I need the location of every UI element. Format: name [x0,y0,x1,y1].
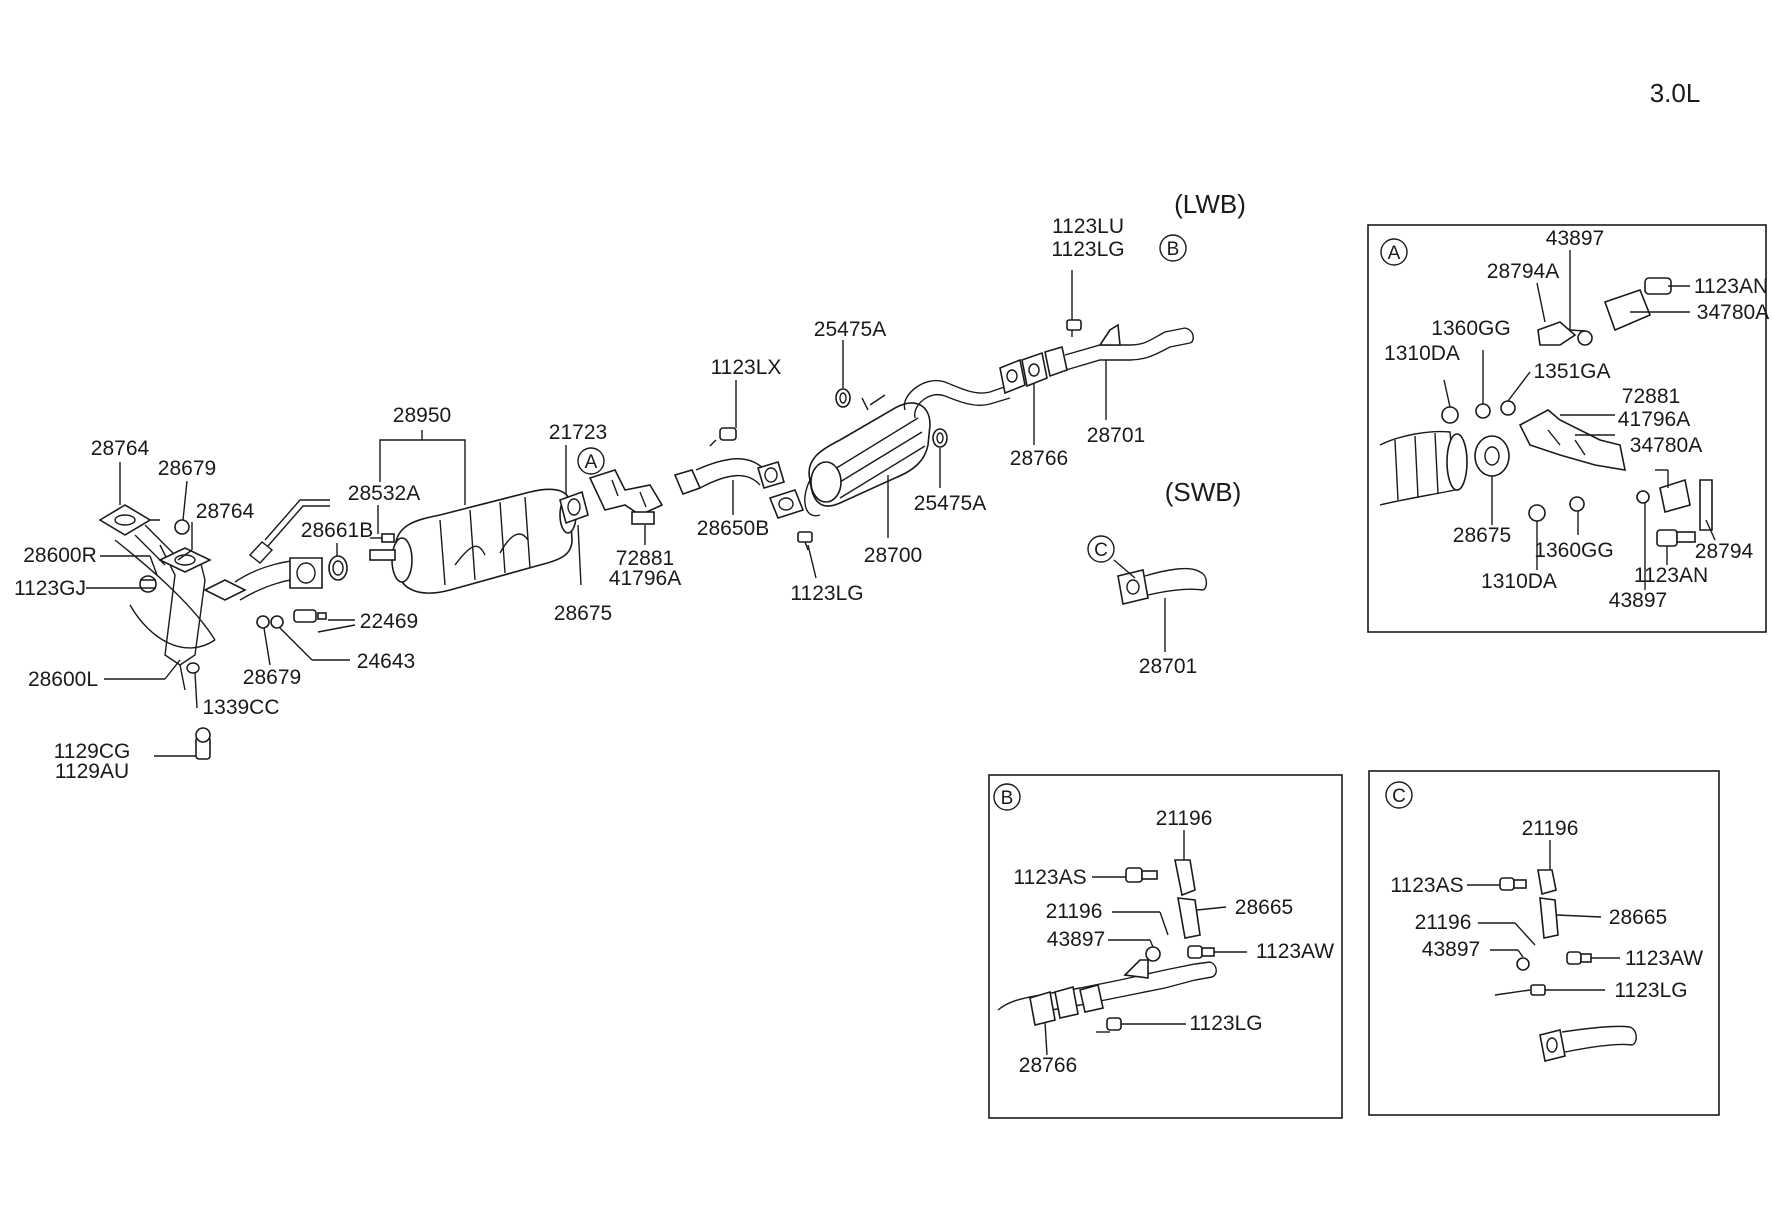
catalytic-converter [369,488,577,594]
label-28600R: 28600R [23,544,97,567]
box-a-label-1123AN-top: 1123AN [1694,275,1768,298]
label-1339CC: 1339CC [202,696,279,719]
box-c-label-1123AS: 1123AS [1390,874,1463,897]
svg-text:C: C [1392,786,1406,807]
label-28661B: 28661B [301,519,373,542]
box-b-label-21196-top: 21196 [1156,807,1213,830]
box-a-label-41796A: 41796A [1618,408,1690,431]
label-28700: 28700 [864,544,922,567]
svg-text:B: B [1001,788,1014,809]
box-b-label-28665: 28665 [1235,896,1293,919]
box-b-label-21196-mid: 21196 [1046,900,1103,923]
box-c-label-1123LG: 1123LG [1614,979,1687,1002]
label-41796A: 41796A [609,567,681,590]
label-21723: 21723 [549,421,607,444]
box-a-label-28675: 28675 [1453,524,1511,547]
box-b-label-43897: 43897 [1047,928,1105,951]
detail-box-a: A [1367,224,1769,633]
label-1123LX: 1123LX [711,356,782,379]
label-28675: 28675 [554,602,612,625]
label-1123LG-top: 1123LG [1051,238,1124,261]
box-a-label-28794: 28794 [1695,540,1754,563]
box-a-label-1310DA-bot: 1310DA [1481,570,1557,593]
label-1123GJ: 1123GJ [14,577,86,600]
tail-pipe-lwb [999,319,1194,395]
box-a-label-1351GA: 1351GA [1533,360,1610,383]
label-72881: 72881 [616,547,674,570]
variant-swb-label: (SWB) [1165,477,1242,507]
box-a-label-28794A: 28794A [1487,260,1559,283]
svg-text:A: A [585,452,598,473]
label-1123LU-top: 1123LU [1052,215,1124,238]
box-c-label-21196-top: 21196 [1522,817,1579,840]
label-1123LG: 1123LG [790,582,863,605]
label-25475A-right: 25475A [914,492,986,515]
label-28650B: 28650B [697,517,769,540]
label-28679-bot: 28679 [243,666,301,689]
svg-text:C: C [1094,540,1108,561]
box-b-label-28766: 28766 [1019,1054,1077,1077]
label-24643: 24643 [357,650,415,673]
label-28701-lwb: 28701 [1087,424,1145,447]
label-28764-mid: 28764 [196,500,255,523]
tail-pipe-swb [1117,567,1208,605]
box-b-label-1123AW: 1123AW [1256,940,1334,963]
svg-text:B: B [1167,239,1180,260]
label-28950: 28950 [393,404,451,427]
label-28532A: 28532A [348,482,420,505]
box-a-label-34780A-top: 34780A [1697,301,1769,324]
box-a-label-1310DA-top: 1310DA [1384,342,1460,365]
label-28679-top: 28679 [158,457,216,480]
svg-text:A: A [1388,243,1401,264]
variant-lwb-label: (LWB) [1174,189,1246,219]
box-c-label-43897: 43897 [1422,938,1480,961]
main-leader-lines [86,270,1166,757]
box-c-label-1123AW: 1123AW [1625,947,1703,970]
box-c-label-28665: 28665 [1609,906,1667,929]
main-part-labels: 28764 28679 28764 28600R 1123GJ 28600L 1… [14,215,1197,783]
box-b-label-1123LG: 1123LG [1189,1012,1262,1035]
muffler-assembly [804,379,1011,517]
label-1129CG: 1129CG [54,740,131,763]
label-28701-swb: 28701 [1139,655,1197,678]
exhaust-manifold-group [98,499,348,760]
box-a-label-34780A-mid: 34780A [1630,434,1702,457]
box-c-label-21196-mid: 21196 [1415,911,1472,934]
label-1129AU: 1129AU [55,760,129,783]
detail-box-b: B 21196 1123AS 28665 21196 [988,774,1343,1119]
marker-b-main: B [1159,234,1187,262]
marker-c-main: C [1087,535,1115,563]
label-25475A-top: 25475A [814,318,886,341]
engine-label: 3.0L [1650,78,1701,108]
box-a-label-43897-top: 43897 [1546,227,1604,250]
label-28600L: 28600L [28,668,98,691]
box-a-label-1123AN-bot: 1123AN [1634,564,1708,587]
box-a-label-72881: 72881 [1622,385,1680,408]
detail-box-c: C 21196 1123AS 28665 21196 43897 1123AW … [1368,770,1720,1116]
front-pipe-section [559,427,813,551]
label-28764-top: 28764 [91,437,150,460]
box-a-label-1360GG-top: 1360GG [1431,317,1510,340]
box-a-label-1360GG-bot: 1360GG [1534,539,1613,562]
box-b-label-1123AS: 1123AS [1013,866,1086,889]
box-a-label-43897-bot: 43897 [1609,589,1667,612]
marker-a-main: A [577,447,605,475]
label-28766: 28766 [1010,447,1068,470]
label-22469: 22469 [360,610,418,633]
